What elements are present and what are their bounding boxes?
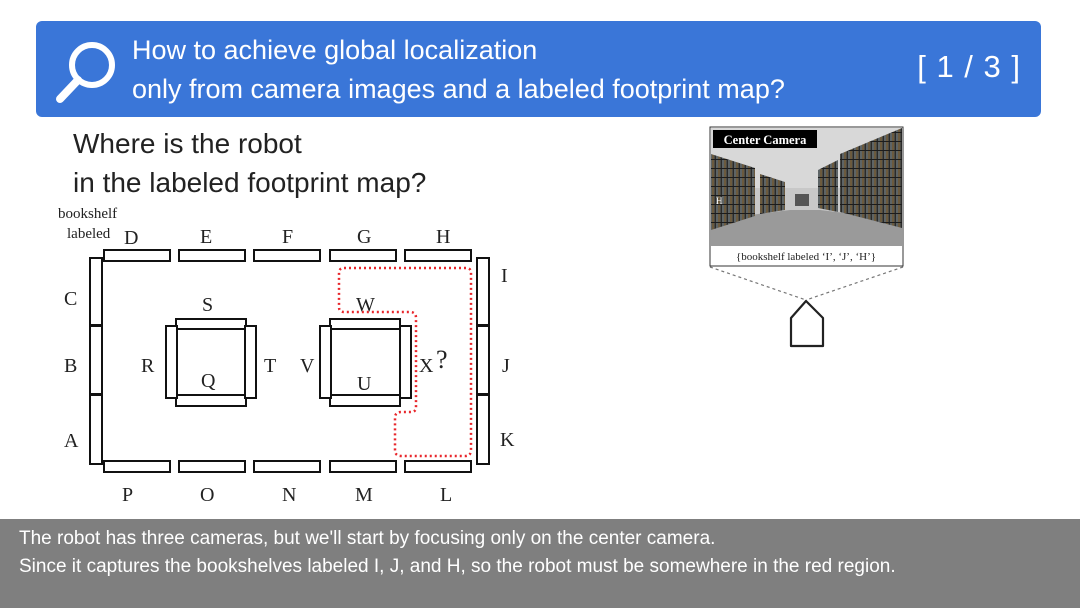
camera-caption: {bookshelf labeled ‘I’, ‘J’, ‘H’} bbox=[736, 251, 876, 263]
center-camera-panel: Center Camera H {bookshelf labeled ‘I’, … bbox=[709, 126, 904, 348]
shelf-V bbox=[319, 325, 332, 399]
label-V: V bbox=[300, 355, 315, 377]
shelf-J bbox=[476, 325, 490, 395]
shelf-A bbox=[89, 394, 103, 465]
camera-title-box bbox=[713, 130, 817, 148]
shelf-C bbox=[89, 257, 103, 326]
label-I: I bbox=[501, 265, 508, 287]
label-M: M bbox=[355, 484, 373, 506]
label-D: D bbox=[124, 227, 138, 249]
label-A: A bbox=[64, 430, 79, 452]
shelf-W bbox=[329, 318, 401, 330]
caption-line2: Since it captures the bookshelves labele… bbox=[19, 556, 896, 577]
label-Q: Q bbox=[201, 370, 216, 392]
shelf-T bbox=[244, 325, 257, 399]
shelf-B bbox=[89, 325, 103, 395]
label-L: L bbox=[440, 484, 452, 506]
legend-line2: labeled bbox=[67, 226, 111, 242]
label-B: B bbox=[64, 355, 77, 377]
label-U: U bbox=[357, 373, 372, 395]
banner-title-line2: only from camera images and a labeled fo… bbox=[132, 74, 785, 104]
label-S: S bbox=[202, 294, 213, 316]
label-H: H bbox=[436, 226, 450, 248]
shelf-E bbox=[178, 249, 246, 262]
shelf-G bbox=[329, 249, 397, 262]
bookshelves bbox=[89, 249, 490, 473]
label-R: R bbox=[141, 355, 155, 377]
shelf-O bbox=[178, 460, 246, 473]
shelf-N bbox=[253, 460, 321, 473]
label-W: W bbox=[356, 294, 375, 316]
label-J: J bbox=[502, 355, 510, 377]
shelf-D bbox=[103, 249, 171, 262]
candidate-region bbox=[337, 266, 473, 458]
shelf-K bbox=[476, 394, 490, 465]
question-line1: Where is the robot bbox=[73, 128, 302, 159]
label-F: F bbox=[282, 226, 293, 248]
shelf-P bbox=[103, 460, 171, 473]
question-line2: in the labeled footprint map? bbox=[73, 167, 427, 198]
shelf-R bbox=[165, 325, 178, 399]
search-icon bbox=[56, 42, 115, 103]
question-text: Where is the robot in the labeled footpr… bbox=[73, 124, 426, 202]
banner-title: How to achieve global localization only … bbox=[132, 31, 785, 109]
label-C: C bbox=[64, 288, 77, 310]
shelf-X bbox=[399, 325, 412, 399]
shelf-U bbox=[329, 394, 401, 407]
label-G: G bbox=[357, 226, 371, 248]
label-N: N bbox=[282, 484, 296, 506]
label-E: E bbox=[200, 226, 212, 248]
camera-title: Center Camera bbox=[724, 133, 807, 147]
view-line-left bbox=[709, 266, 807, 301]
robot-icon bbox=[789, 299, 825, 348]
shelf-tag: H bbox=[716, 196, 723, 206]
view-line-right bbox=[805, 266, 904, 301]
unknown-marker: ? bbox=[436, 345, 448, 374]
legend-line1: bookshelf bbox=[58, 206, 117, 222]
label-O: O bbox=[200, 484, 214, 506]
shelf-M bbox=[329, 460, 397, 473]
shelf-L bbox=[404, 460, 472, 473]
shelf-Q bbox=[175, 394, 247, 407]
shelf-S bbox=[175, 318, 247, 330]
label-X: X bbox=[419, 355, 434, 377]
shelf-F bbox=[253, 249, 321, 262]
title-banner: How to achieve global localization only … bbox=[36, 21, 1041, 117]
page-counter: [ 1 / 3 ] bbox=[917, 49, 1021, 84]
shelf-I bbox=[476, 257, 490, 326]
caption-line1: The robot has three cameras, but we'll s… bbox=[19, 528, 716, 549]
label-K: K bbox=[500, 429, 515, 451]
shelf-H bbox=[404, 249, 472, 262]
camera-image bbox=[711, 128, 902, 246]
label-T: T bbox=[264, 355, 276, 377]
footprint-map: bookshelf labeled D E F G H C B A I J K … bbox=[58, 206, 515, 506]
caption-bar: The robot has three cameras, but we'll s… bbox=[0, 519, 1080, 608]
label-P: P bbox=[122, 484, 133, 506]
banner-title-line1: How to achieve global localization bbox=[132, 35, 538, 65]
